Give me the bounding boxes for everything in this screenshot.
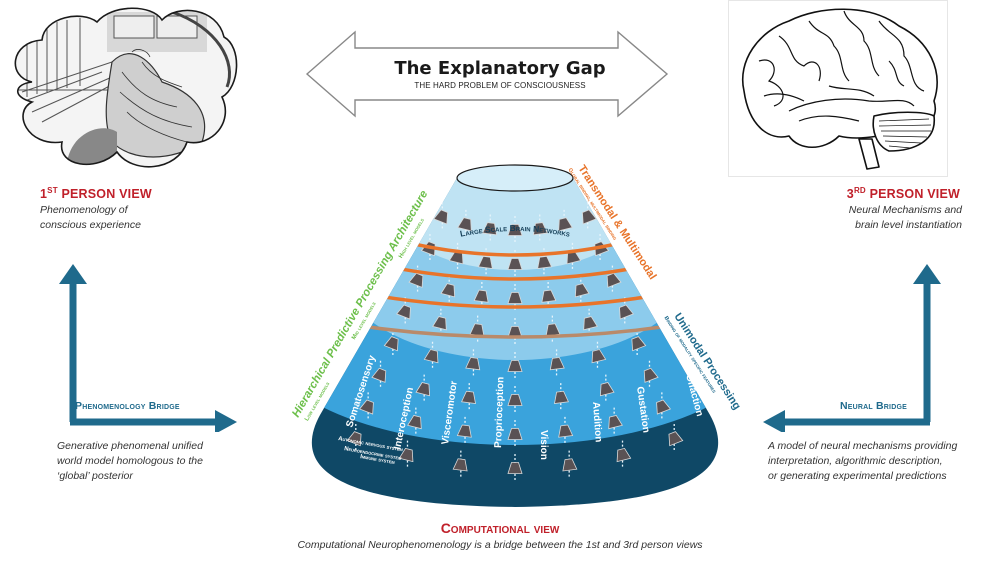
processing-unit-icon — [554, 390, 569, 404]
third-person-view-description: Neural Mechanisms and brain level instan… — [849, 203, 962, 233]
third-person-view-heading: 3RD PERSON VIEW — [846, 186, 960, 202]
processing-unit-icon — [358, 399, 374, 415]
processing-unit-icon — [507, 360, 523, 372]
unimodal-label: Unimodal Processing — [671, 311, 742, 412]
processing-unit-icon — [507, 462, 523, 474]
processing-unit-icon — [558, 424, 574, 438]
explanatory-gap-title: The Explanatory Gap — [394, 58, 606, 79]
processing-unit-icon — [346, 431, 362, 447]
processing-unit-icon — [452, 458, 468, 472]
processing-unit-icon — [643, 367, 659, 383]
processing-unit-icon — [461, 390, 476, 404]
processing-unit-icon — [656, 399, 672, 415]
brain-image-frame — [728, 0, 948, 177]
phenomenology-bridge-arrow — [59, 264, 237, 432]
phenomenology-bridge-label: Phenomenology Bridge — [75, 400, 180, 412]
transmodal-label: Transmodal & Multimodal — [575, 163, 658, 282]
binding-arc-arrow — [339, 280, 679, 309]
computational-cone: Large Scale Brain Networks Somatosensory… — [311, 164, 748, 507]
first-person-desc-line: Phenomenology of — [40, 204, 128, 216]
processing-unit-icon — [668, 431, 684, 447]
neural-desc-line: A model of neural mechanisms providing — [768, 440, 958, 452]
brain-icon — [741, 8, 938, 170]
neural-bridge-arrow — [763, 264, 941, 432]
processing-unit-icon — [456, 424, 472, 438]
processing-unit-icon — [371, 367, 387, 383]
cone-top-ellipse — [456, 164, 574, 192]
phenomenology-desc-line: world model homologous to the — [57, 455, 203, 467]
processing-unit-icon — [407, 414, 422, 430]
processing-unit-icon — [631, 336, 647, 352]
processing-unit-icon — [507, 394, 523, 406]
modality-label-vision: Vision — [538, 430, 549, 460]
computational-view-description: Computational Neurophenomenology is a br… — [297, 539, 703, 551]
explanatory-gap-subtitle: THE HARD PROBLEM OF CONSCIOUSNESS — [414, 81, 586, 90]
processing-unit-icon — [423, 349, 439, 364]
processing-unit-icon — [465, 357, 481, 371]
processing-unit-icon — [599, 382, 615, 397]
phenomenology-bridge-description: Generative phenomenal unified world mode… — [57, 439, 203, 484]
processing-unit-icon — [398, 447, 414, 463]
first-person-desc-line: conscious experience — [40, 219, 141, 231]
phenomenology-desc-line: ‘global’ posterior — [57, 470, 133, 482]
processing-unit-icon — [558, 217, 573, 232]
binding-arc-arrow — [359, 252, 659, 281]
processing-unit-icon — [616, 447, 632, 463]
modality-label-audition: Audition — [590, 401, 604, 442]
processing-unit-icon — [582, 209, 597, 225]
neural-desc-line: interpretation, algorithmic description, — [768, 455, 943, 467]
binding-arc-arrow — [319, 311, 699, 339]
modality-label-proprioception: Proprioception — [493, 377, 506, 448]
phenomenology-desc-line: Generative phenomenal unified — [57, 440, 203, 452]
processing-unit-icon — [591, 349, 607, 364]
processing-unit-icon — [433, 209, 448, 225]
hierarchical-architecture-label: Hierarchical Predictive Processing Archi… — [290, 188, 431, 419]
explanatory-gap-double-arrow — [305, 30, 669, 118]
third-person-desc-line: brain level instantiation — [855, 219, 962, 231]
processing-unit-icon — [415, 382, 431, 397]
cone-side-labels: Hierarchical Predictive Processing Archi… — [290, 163, 743, 422]
processing-unit-icon — [383, 336, 399, 352]
third-person-desc-line: Neural Mechanisms and — [848, 204, 962, 216]
processing-unit-icon — [562, 458, 578, 472]
neural-desc-line: or generating experimental predictions — [768, 470, 947, 482]
neural-bridge-label: Neural Bridge — [840, 400, 907, 412]
dreaming-person-thought-cloud-icon — [14, 7, 238, 168]
first-person-view-heading: 1ST PERSON VIEW — [40, 186, 152, 202]
neural-bridge-description: A model of neural mechanisms providing i… — [768, 439, 957, 484]
computational-view-heading: Computational view — [440, 520, 560, 536]
processing-unit-icon — [507, 428, 523, 440]
first-person-view-description: Phenomenology of conscious experience — [40, 203, 141, 233]
processing-unit-icon — [608, 414, 623, 430]
processing-unit-icon — [549, 357, 565, 371]
